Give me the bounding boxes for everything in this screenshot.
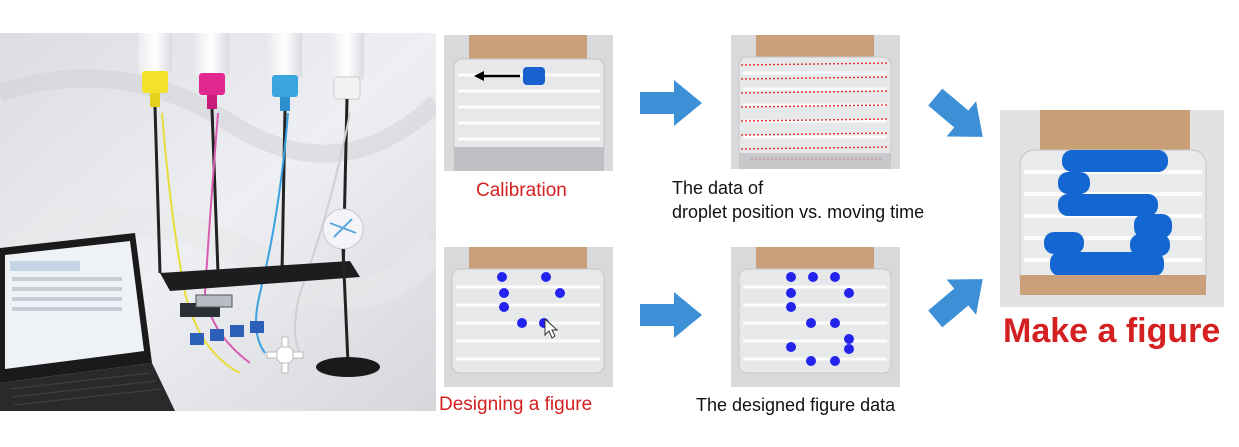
data-caption-line1: The data of (672, 178, 764, 198)
cursor-icon (544, 317, 559, 339)
setup-photo-illustration (0, 33, 436, 411)
trace-data-illustration (731, 35, 900, 169)
yellow-ink-bottle (138, 33, 172, 274)
designed-data-photo (731, 247, 900, 387)
flow-arrow-icon (640, 80, 702, 126)
setup-photo (0, 33, 436, 411)
flow-arrow-icon (928, 88, 983, 137)
calibration-caption: Calibration (476, 180, 567, 201)
left-arrow-icon (474, 71, 520, 81)
cyan-ink-bottle (268, 33, 302, 274)
designed-data-caption: The designed figure data (696, 395, 896, 415)
flow-arrow-icon (928, 279, 983, 328)
flow-arrow-icon (640, 292, 702, 338)
calibration-illustration (444, 35, 613, 171)
calibration-droplet (523, 67, 545, 85)
figure-5-dots (786, 272, 854, 366)
tube-connector (266, 336, 304, 374)
designing-illustration (444, 247, 613, 387)
trace-data-photo (731, 35, 900, 169)
final-figure-photo (1000, 110, 1224, 307)
final-figure-illustration (1000, 110, 1224, 307)
make-figure-caption: Make a figure (1003, 312, 1221, 350)
final-figure-5 (1044, 150, 1172, 276)
magenta-ink-bottle (195, 33, 229, 274)
data-caption-line2: droplet position vs. moving time (672, 202, 925, 222)
laptop (0, 233, 175, 411)
designed-data-illustration (731, 247, 900, 387)
calibration-photo (444, 35, 613, 171)
designing-caption: Designing a figure (439, 394, 593, 415)
designing-photo (444, 247, 613, 387)
